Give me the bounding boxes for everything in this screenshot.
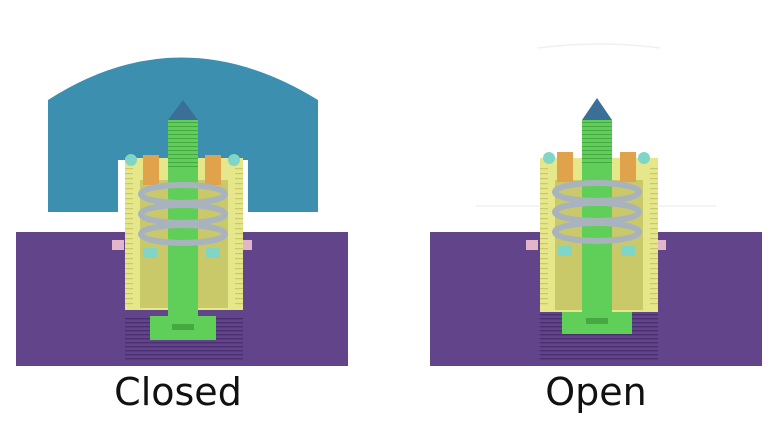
caption-open: Open bbox=[545, 370, 647, 414]
seal-bottom-right bbox=[206, 248, 220, 258]
nut-left bbox=[557, 152, 573, 182]
washer-left bbox=[112, 240, 124, 250]
stem-slot bbox=[172, 324, 194, 330]
stem-thread bbox=[168, 120, 198, 168]
nut-left bbox=[143, 155, 159, 185]
nut-right bbox=[205, 155, 221, 185]
stem-thread bbox=[582, 120, 612, 164]
seal-top-right bbox=[228, 154, 240, 166]
seal-bottom-left bbox=[143, 248, 157, 258]
washer-left bbox=[526, 240, 538, 250]
nut-right bbox=[620, 152, 636, 182]
closed-panel bbox=[16, 57, 348, 366]
washer-right bbox=[240, 240, 252, 250]
spring bbox=[138, 182, 228, 246]
valve-cap-outline bbox=[537, 43, 661, 49]
washer-right bbox=[654, 240, 666, 250]
body-thread-right bbox=[235, 168, 243, 308]
seal-top-right bbox=[638, 152, 650, 164]
stem-tip bbox=[582, 98, 612, 120]
stem-tip bbox=[168, 100, 198, 120]
body-thread-left bbox=[540, 168, 548, 308]
seal-top-left bbox=[125, 154, 137, 166]
seal-bottom-right bbox=[621, 246, 635, 256]
seal-top-left bbox=[543, 152, 555, 164]
seal-bottom-left bbox=[558, 246, 572, 256]
body-thread-right bbox=[650, 168, 658, 308]
body-thread-left bbox=[125, 168, 133, 308]
caption-closed: Closed bbox=[114, 370, 242, 414]
stem-slot bbox=[586, 318, 608, 324]
spring bbox=[552, 180, 642, 244]
open-panel bbox=[430, 43, 762, 366]
